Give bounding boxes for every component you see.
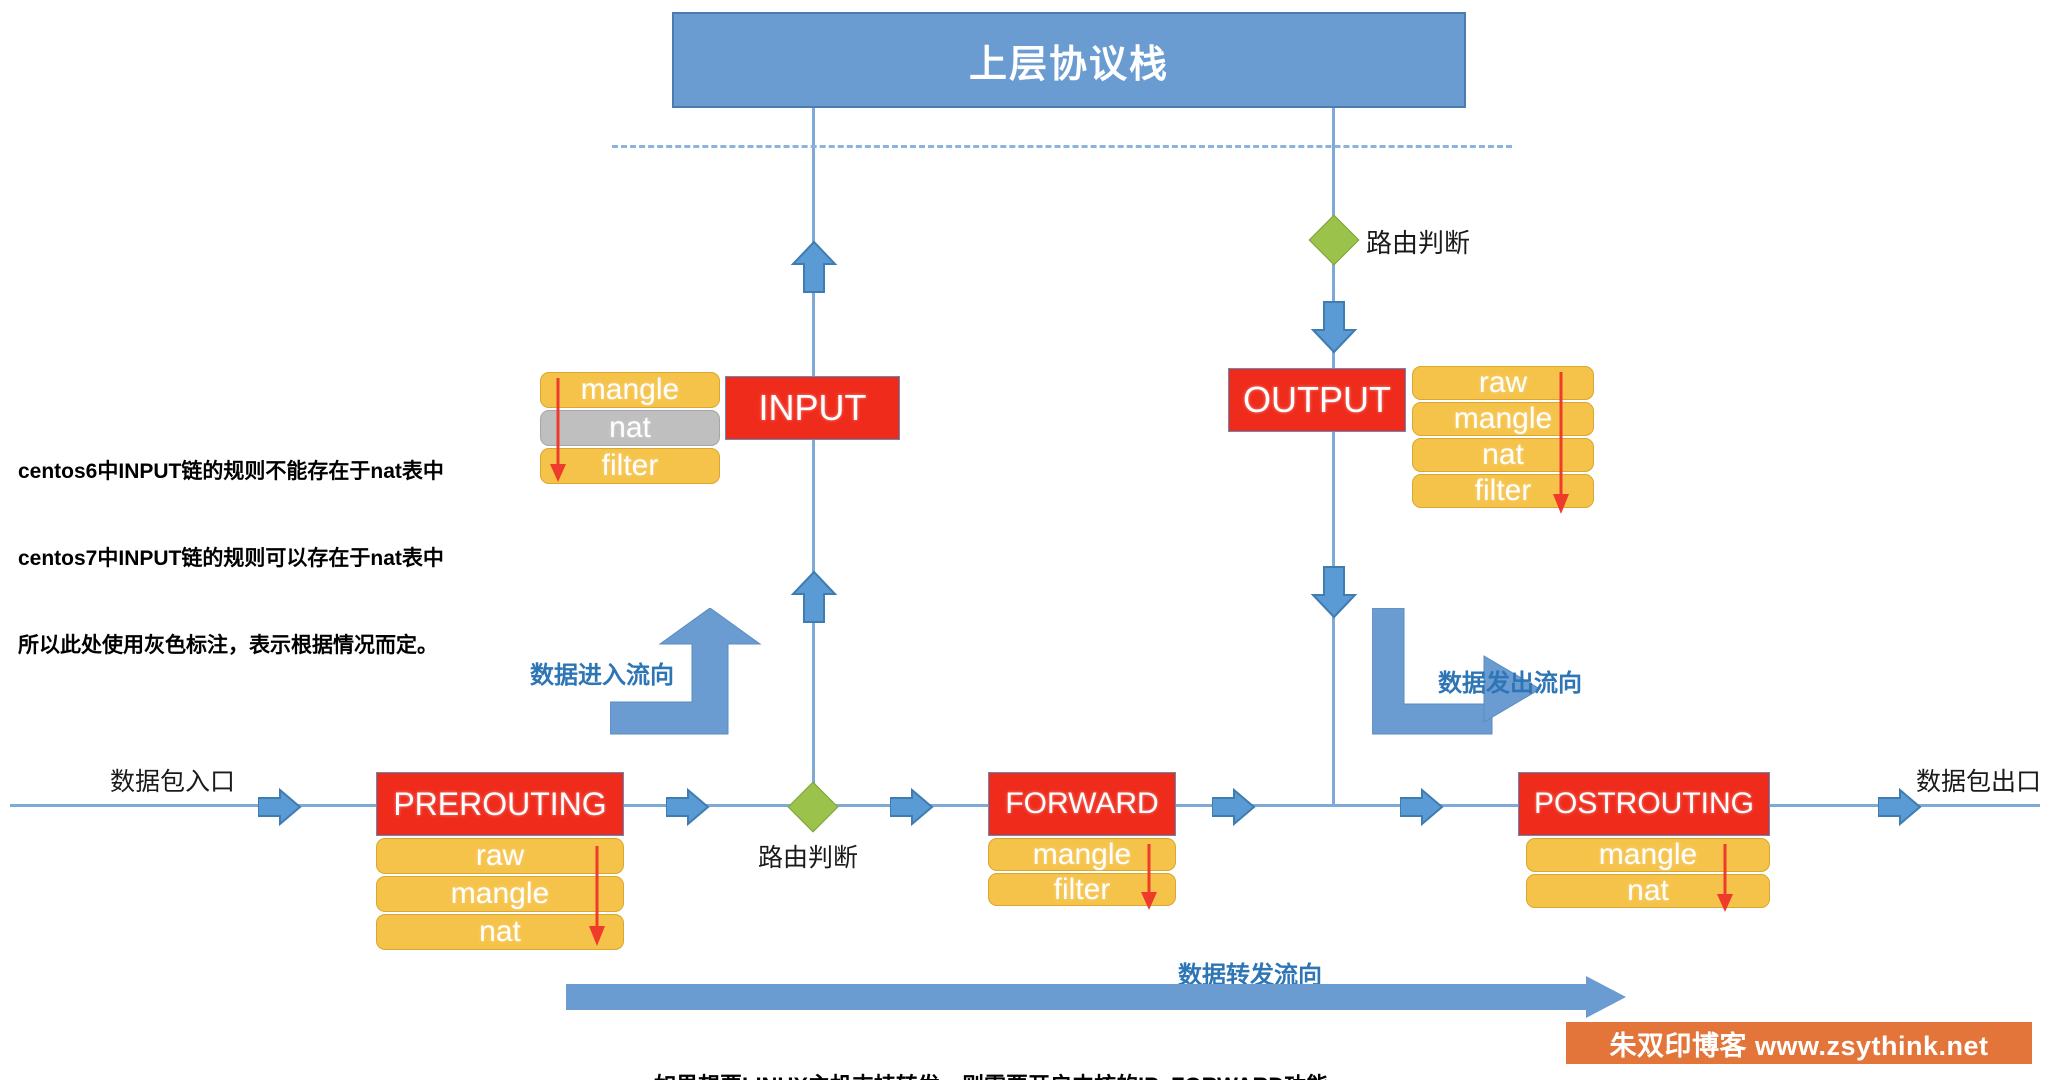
table-label: mangle [1032,837,1132,871]
table-label: mangle [580,373,680,406]
chain-box-output[interactable]: OUTPUT [1228,368,1406,432]
table-stack-input: mangle nat filter [540,372,720,484]
chain-label-prerouting: PREROUTING [393,785,607,822]
chain-box-postrouting[interactable]: POSTROUTING [1518,772,1770,836]
input-nat-note-line-2: centos7中INPUT链的规则可以存在于nat表中 [18,546,444,570]
output-column-wire [1332,104,1335,806]
table-label: mangle [450,877,550,910]
table-stack-forward: mangle filter [988,838,1176,906]
table-label: nat [479,915,521,948]
output-wire-arrow-upper [1310,301,1358,354]
table-pill-postrouting-nat[interactable]: nat [1526,874,1770,908]
output-wire-arrow-lower [1310,566,1358,619]
table-pill-input-mangle[interactable]: mangle [540,372,720,408]
chain-label-output: OUTPUT [1243,379,1391,420]
inbound-flow-label: 数据进入流向 [530,662,674,689]
input-wire-arrow-lower [790,570,838,623]
routing-decision-diamond-output [1308,214,1360,266]
chain-label-postrouting: POSTROUTING [1533,787,1754,820]
table-pill-output-raw[interactable]: raw [1412,366,1594,400]
table-pill-input-nat[interactable]: nat [540,410,720,446]
table-stack-postrouting: mangle nat [1526,838,1770,908]
table-pill-prerouting-mangle[interactable]: mangle [376,876,624,912]
forward-enable-note: 如果想要LINUX主机支持转发，则需要开启内核的IP_FORWARD功能 可以临… [654,1010,1328,1080]
forward-enable-note-line-1: 如果想要LINUX主机支持转发，则需要开启内核的IP_FORWARD功能 [654,1071,1328,1080]
table-label: filter [601,449,659,482]
outbound-flow-block-arrow [1372,608,1541,735]
wire-chevron-exit [1878,788,1922,826]
table-label: mangle [1453,402,1553,435]
upper-protocol-stack-label: 上层协议栈 [968,43,1169,86]
input-nat-note: centos6中INPUT链的规则不能存在于nat表中 centos7中INPU… [18,400,444,719]
wire-chevron-to-postrouting [1400,788,1444,826]
packet-exit-label: 数据包出口 [1916,768,2042,796]
table-pill-output-nat[interactable]: nat [1412,438,1594,472]
table-pill-output-mangle[interactable]: mangle [1412,402,1594,436]
forwarding-flow-block-arrow [566,976,1626,1018]
chain-box-input[interactable]: INPUT [725,376,900,440]
chain-label-input: INPUT [758,387,867,428]
chain-label-forward: FORWARD [1005,787,1159,820]
input-wire-arrow-upper [790,240,838,293]
routing-decision-output-label: 路由判断 [1366,228,1471,258]
table-stack-output: raw mangle nat filter [1412,366,1594,508]
table-label: raw [475,839,525,872]
routing-decision-main-label: 路由判断 [758,844,859,872]
site-watermark-label: 朱双印博客 www.zsythink.net [1609,1030,1989,1061]
wire-chevron-routing-to-forward [890,788,934,826]
outbound-flow-label: 数据发出流向 [1438,670,1582,697]
wire-chevron-entry [258,788,302,826]
wire-chevron-forward-out [1212,788,1256,826]
table-pill-forward-filter[interactable]: filter [988,873,1176,906]
table-pill-prerouting-nat[interactable]: nat [376,914,624,950]
table-pill-forward-mangle[interactable]: mangle [988,838,1176,871]
table-pill-output-filter[interactable]: filter [1412,474,1594,508]
table-label: nat [1482,438,1524,471]
input-nat-note-line-1: centos6中INPUT链的规则不能存在于nat表中 [18,459,444,483]
site-watermark: 朱双印博客 www.zsythink.net [1566,1022,2032,1064]
chain-box-forward[interactable]: FORWARD [988,772,1176,836]
packet-entry-label: 数据包入口 [110,768,236,796]
table-label: nat [1627,874,1669,907]
table-label: filter [1053,872,1111,906]
input-column-wire [812,104,815,806]
upper-protocol-stack-box: 上层协议栈 [672,12,1466,108]
table-pill-prerouting-raw[interactable]: raw [376,838,624,874]
table-pill-postrouting-mangle[interactable]: mangle [1526,838,1770,872]
table-label: nat [609,411,651,444]
routing-decision-diamond-main [787,781,839,833]
kernel-user-boundary [612,145,1512,148]
inbound-flow-block-arrow [610,608,762,735]
table-pill-input-filter[interactable]: filter [540,448,720,484]
wire-chevron-prerouting-to-routing [666,788,710,826]
table-label: filter [1474,474,1532,507]
chain-box-prerouting[interactable]: PREROUTING [376,772,624,836]
table-label: raw [1478,366,1528,399]
table-stack-prerouting: raw mangle nat [376,838,624,950]
input-nat-note-line-3: 所以此处使用灰色标注，表示根据情况而定。 [18,633,438,657]
table-label: mangle [1598,838,1698,871]
